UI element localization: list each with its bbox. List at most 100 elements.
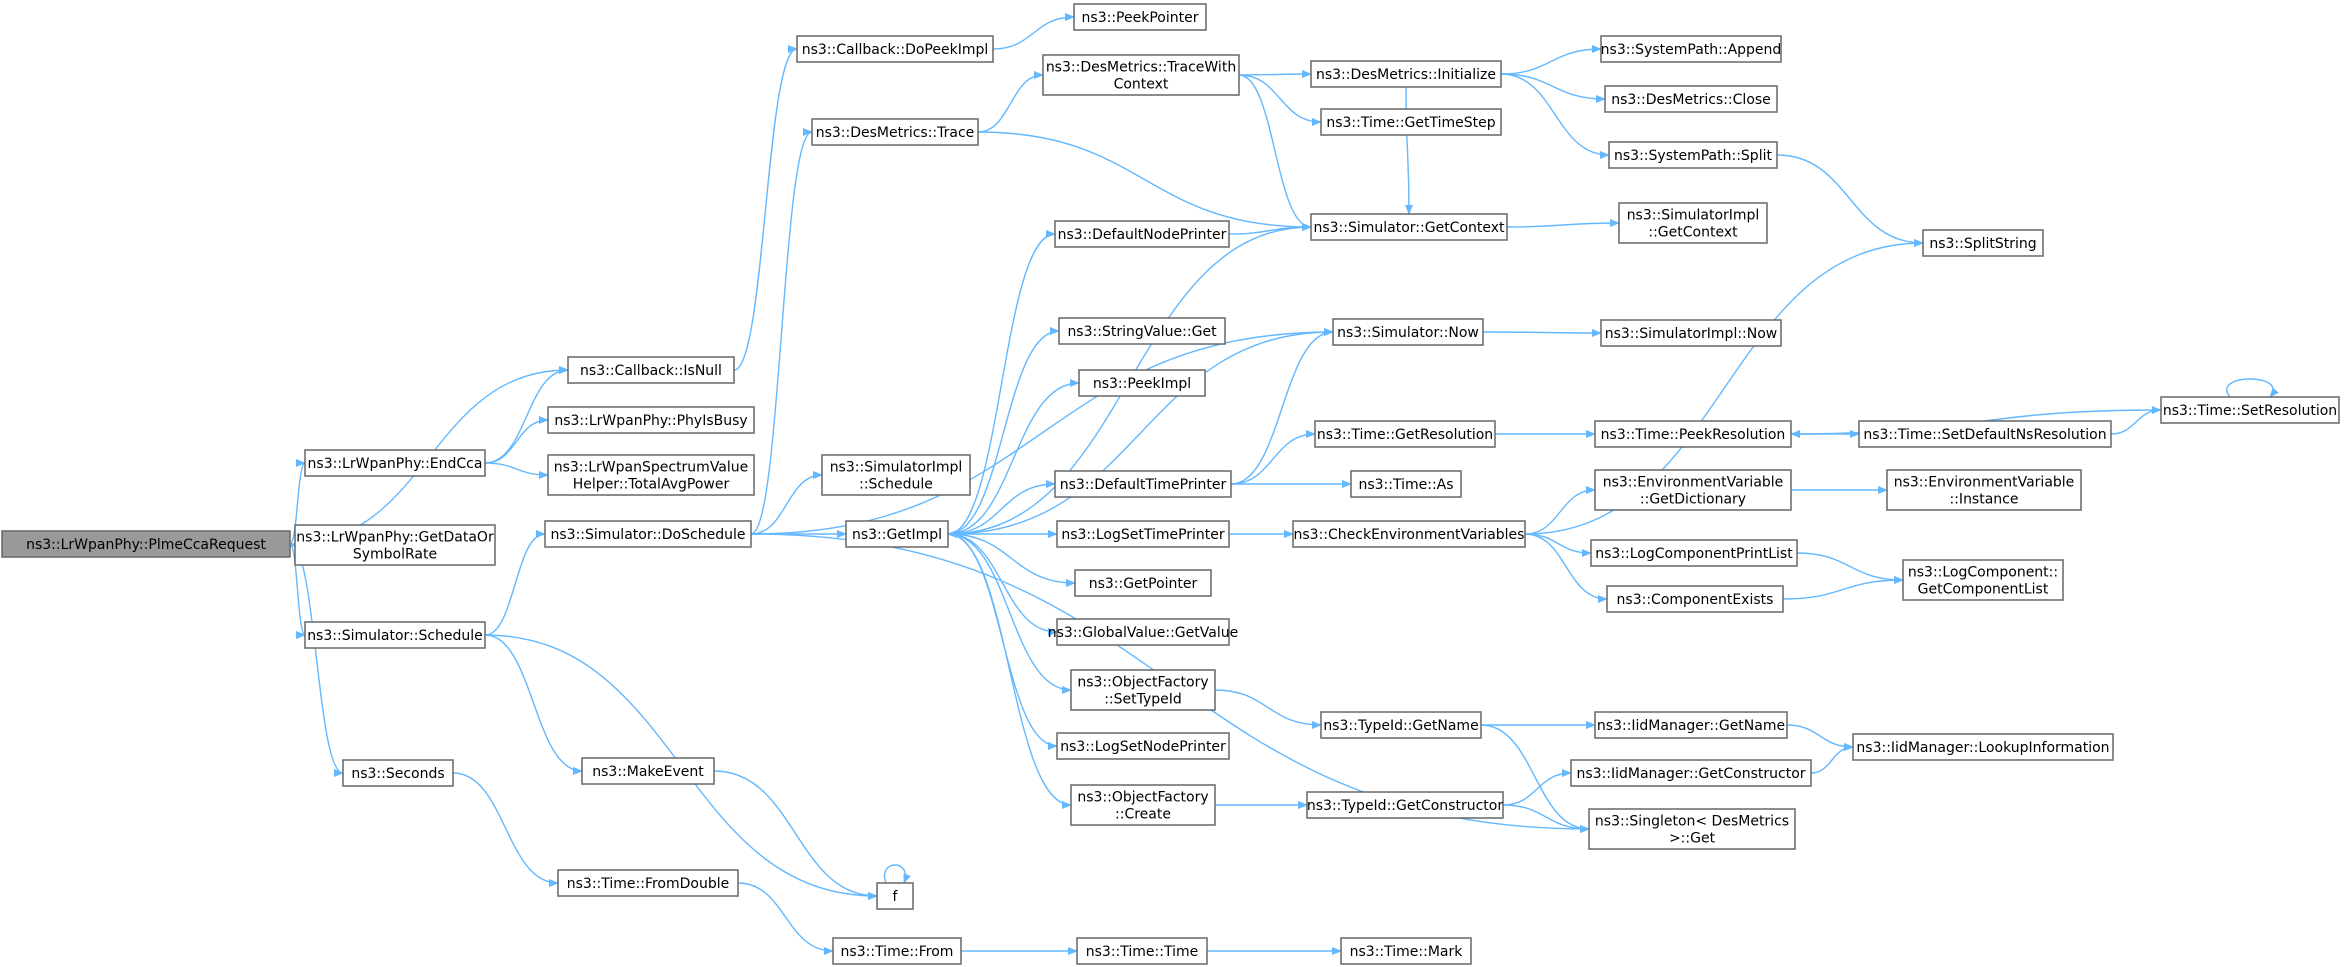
node-label: ns3::DesMetrics::Trace (816, 125, 975, 141)
node-peekres[interactable]: ns3::Time::PeekResolution (1594, 420, 1792, 448)
node-box (1594, 711, 1788, 739)
node-append[interactable]: ns3::SystemPath::Append (1600, 35, 1782, 63)
node-isnull[interactable]: ns3::Callback::IsNull (567, 356, 735, 384)
node-label: ns3::Callback::IsNull (580, 363, 722, 379)
node-box (581, 757, 715, 785)
node-box (304, 449, 486, 477)
node-label: ns3::Simulator::GetContext (1313, 220, 1505, 236)
node-checkenv[interactable]: ns3::CheckEnvironmentVariables (1292, 520, 1526, 548)
edges-layer (285, 13, 2279, 955)
node-dminit[interactable]: ns3::DesMetrics::Initialize (1310, 60, 1502, 88)
node-ofsettype[interactable]: ns3::ObjectFactory::SetTypeId (1070, 669, 1216, 711)
node-box (1076, 937, 1208, 965)
node-dopeek[interactable]: ns3::Callback::DoPeekImpl (796, 35, 994, 63)
node-getptr[interactable]: ns3::GetPointer (1074, 569, 1212, 597)
node-label: ns3::PeekPointer (1082, 10, 1199, 26)
node-dmclose[interactable]: ns3::DesMetrics::Close (1604, 85, 1778, 113)
node-box (1604, 85, 1778, 113)
node-gettimestep[interactable]: ns3::Time::GetTimeStep (1320, 108, 1502, 136)
node-box (1314, 420, 1496, 448)
node-from[interactable]: ns3::Time::From (832, 937, 962, 965)
node-lookupinfo[interactable]: ns3::IidManager::LookupInformation (1852, 733, 2114, 761)
node-label: ns3::EnvironmentVariable (1603, 475, 1784, 491)
node-label: ns3::LrWpanPhy::GetDataOr (296, 530, 494, 546)
node-split[interactable]: ns3::SystemPath::Split (1608, 141, 1778, 169)
node-timetime[interactable]: ns3::Time::Time (1076, 937, 1208, 965)
edge-checkenv-to-envgetdict (1524, 486, 1596, 535)
node-simsched[interactable]: ns3::Simulator::Schedule (304, 621, 486, 649)
node-simimplnow[interactable]: ns3::SimulatorImpl::Now (1600, 319, 1782, 347)
node-label: ns3::Time::Mark (1350, 944, 1464, 960)
node-box (1056, 520, 1230, 548)
node-label: ns3::Simulator::Schedule (307, 628, 483, 644)
node-peekimpl[interactable]: ns3::PeekImpl (1078, 369, 1206, 397)
node-phybusy[interactable]: ns3::LrWpanPhy::PhyIsBusy (547, 406, 755, 434)
node-deftime[interactable]: ns3::DefaultTimePrinter (1054, 470, 1232, 498)
node-label: ns3::TypeId::GetConstructor (1307, 798, 1503, 814)
node-strget[interactable]: ns3::StringValue::Get (1058, 317, 1226, 345)
node-getimpl[interactable]: ns3::GetImpl (845, 520, 949, 548)
node-envgetdict[interactable]: ns3::EnvironmentVariable::GetDictionary (1594, 469, 1792, 511)
node-simimplctx[interactable]: ns3::SimulatorImpl::GetContext (1618, 202, 1768, 244)
node-label: ::Create (1115, 807, 1171, 823)
node-box (304, 621, 486, 649)
node-getctx[interactable]: ns3::Simulator::GetContext (1310, 213, 1508, 241)
node-simnow[interactable]: ns3::Simulator::Now (1332, 318, 1484, 346)
node-peekptr[interactable]: ns3::PeekPointer (1073, 3, 1207, 31)
node-getres[interactable]: ns3::Time::GetResolution (1314, 420, 1496, 448)
edge-seconds-to-fromdouble (452, 772, 559, 887)
node-logcompprint[interactable]: ns3::LogComponentPrintList (1590, 539, 1798, 567)
node-f[interactable]: f (876, 882, 914, 910)
node-ofcreate[interactable]: ns3::ObjectFactory::Create (1070, 784, 1216, 826)
edge-checkenv-to-logcompprint (1524, 533, 1592, 557)
node-timemark[interactable]: ns3::Time::Mark (1340, 937, 1472, 965)
node-label: ns3::SimulatorImpl (1627, 208, 1760, 224)
edge-iidgetname-to-lookupinfo (1786, 724, 1854, 751)
node-root[interactable]: ns3::LrWpanPhy::PlmeCcaRequest (1, 530, 291, 558)
node-box (1590, 539, 1798, 567)
edge-endcca-to-isnull (484, 366, 569, 464)
node-setres[interactable]: ns3::Time::SetResolution (2160, 396, 2340, 424)
node-label: ns3::EnvironmentVariable (1894, 475, 2075, 491)
node-makeevent[interactable]: ns3::MakeEvent (581, 757, 715, 785)
edge-getimpl-to-globalget (947, 533, 1058, 636)
node-tidgetctor[interactable]: ns3::TypeId::GetConstructor (1306, 791, 1504, 819)
edge-dminit-to-split (1500, 73, 1610, 159)
node-box (1078, 369, 1206, 397)
node-totalavg[interactable]: ns3::LrWpanSpectrumValueHelper::TotalAvg… (547, 454, 755, 496)
node-iidgetname[interactable]: ns3::IidManager::GetName (1594, 711, 1788, 739)
node-label: >::Get (1669, 831, 1716, 847)
node-setdefns[interactable]: ns3::Time::SetDefaultNsResolution (1858, 420, 2112, 448)
node-tidgetname[interactable]: ns3::TypeId::GetName (1320, 711, 1482, 739)
node-getcomplist[interactable]: ns3::LogComponent::GetComponentList (1902, 559, 2064, 601)
edge-endcca-to-phybusy (484, 416, 549, 464)
node-compexists[interactable]: ns3::ComponentExists (1606, 585, 1784, 613)
node-envinst[interactable]: ns3::EnvironmentVariable::Instance (1886, 469, 2082, 511)
node-label: ns3::CheckEnvironmentVariables (1294, 527, 1525, 543)
edge-getimpl-to-getptr (947, 533, 1076, 587)
node-globalget[interactable]: ns3::GlobalValue::GetValue (1048, 618, 1238, 646)
node-label: ns3::IidManager::GetConstructor (1576, 766, 1805, 782)
node-dosched[interactable]: ns3::Simulator::DoSchedule (544, 520, 752, 548)
node-box (1886, 469, 2082, 511)
node-box (1073, 3, 1207, 31)
node-splitstring[interactable]: ns3::SplitString (1922, 229, 2044, 257)
node-logsetnode[interactable]: ns3::LogSetNodePrinter (1056, 732, 1230, 760)
node-trace[interactable]: ns3::DesMetrics::Trace (811, 118, 979, 146)
node-singleton[interactable]: ns3::Singleton< DesMetrics>::Get (1588, 808, 1796, 850)
node-logsettime[interactable]: ns3::LogSetTimePrinter (1056, 520, 1230, 548)
node-iidgetctor[interactable]: ns3::IidManager::GetConstructor (1570, 759, 1812, 787)
node-endcca[interactable]: ns3::LrWpanPhy::EndCca (304, 449, 486, 477)
node-defnode[interactable]: ns3::DefaultNodePrinter (1054, 220, 1230, 248)
node-box (1340, 937, 1472, 965)
node-label: ns3::ObjectFactory (1077, 675, 1208, 691)
node-simimplsched[interactable]: ns3::SimulatorImpl::Schedule (821, 454, 971, 496)
node-box (1320, 711, 1482, 739)
node-timeas[interactable]: ns3::Time::As (1350, 470, 1462, 498)
node-label: ns3::LogComponent:: (1908, 565, 2058, 581)
node-seconds[interactable]: ns3::Seconds (342, 759, 454, 787)
node-fromdouble[interactable]: ns3::Time::FromDouble (557, 869, 739, 897)
